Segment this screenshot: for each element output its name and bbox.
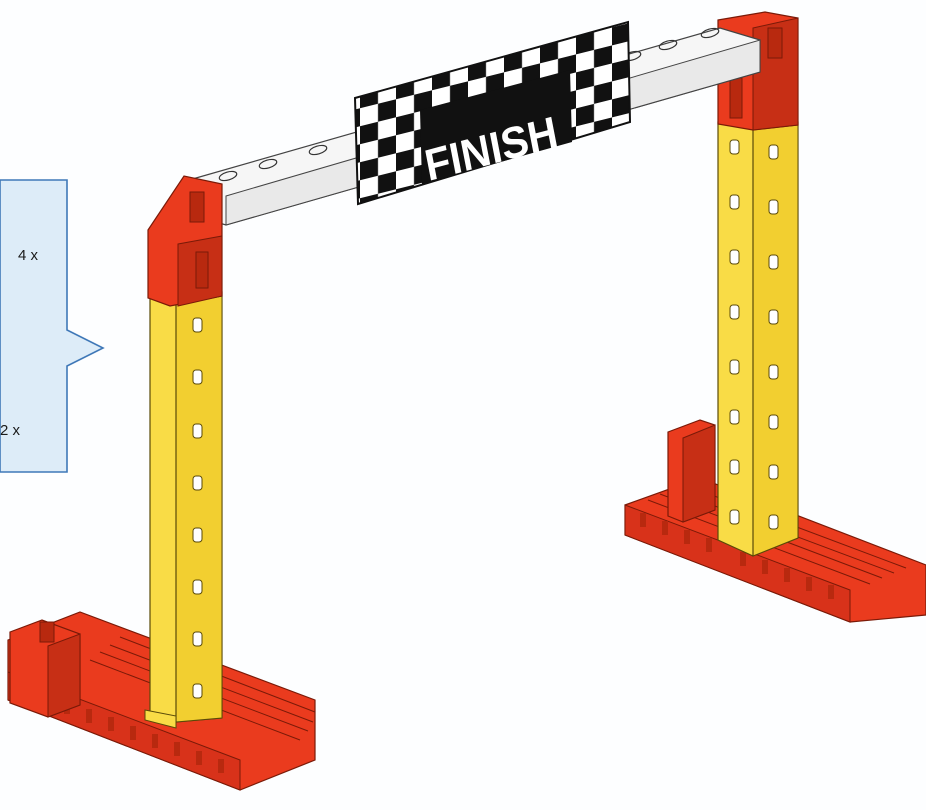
left-tower [145, 176, 222, 728]
finish-sign: FINISH [355, 22, 630, 204]
part-quantity-label: 2 x [0, 422, 20, 439]
part-quantity-label: 4 x [18, 247, 38, 264]
right-tower [718, 12, 798, 556]
